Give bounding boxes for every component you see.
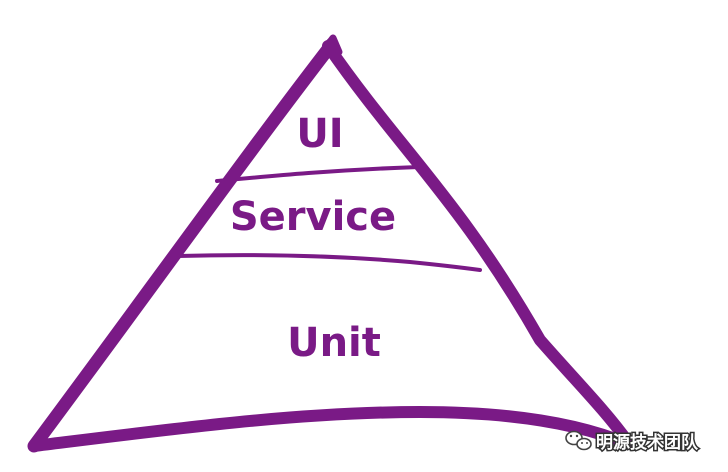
layer-label-unit: Unit [287,320,381,366]
pyramid [27,34,634,453]
pyramid-base [28,406,634,452]
watermark-text: 明源技术团队 [596,432,699,453]
pyramid-left-edge [27,37,339,453]
watermark: 明源技术团队 [565,430,700,455]
layer-label-ui: UI [296,111,343,157]
pyramid-apex-tip [320,34,343,56]
pyramid-right-edge [322,40,634,448]
wechat-icon [565,430,592,451]
divider-service-unit [176,253,482,272]
layer-label-service: Service [230,194,396,240]
divider-ui-service [215,165,421,183]
